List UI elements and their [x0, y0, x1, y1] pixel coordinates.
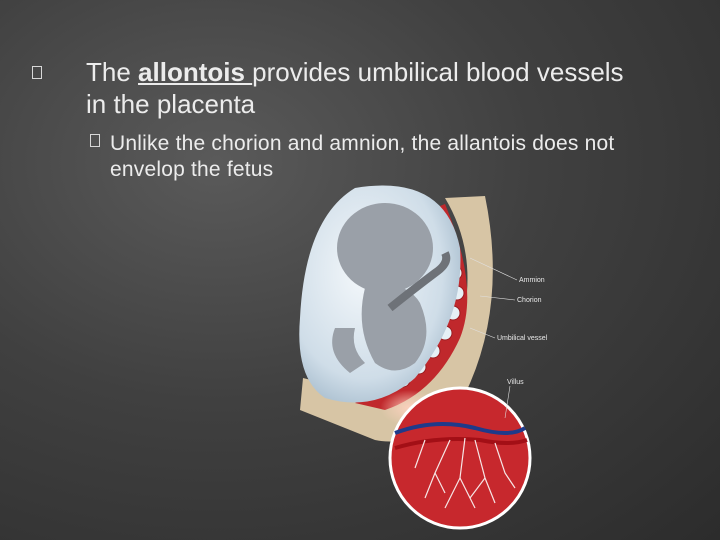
uterine-wall-shape [300, 196, 493, 442]
placenta-shape [355, 204, 468, 410]
label-chorion: Chorion [517, 297, 542, 304]
umbilical-cord-shape [387, 251, 451, 312]
label-villus: Villus [507, 379, 524, 386]
bullet2-line1: Unlike the chorion and amnion, the allan… [110, 132, 615, 155]
allantois-placenta-illustration: Ammion Chorion Umbilical vessel Villus [299, 185, 548, 530]
bullet1-prefix: The [86, 57, 139, 87]
bullet1-rest-line2: in the placenta [86, 89, 256, 119]
bullet1-rest-line1: provides umbilical blood vessels [252, 57, 624, 87]
sub-bullet-box-icon [90, 134, 100, 147]
fetus-silhouette [332, 203, 433, 373]
bullet2-line2: envelop the fetus [110, 158, 274, 181]
label-umbilical-vessel: Umbilical vessel [497, 335, 548, 342]
label-ammion: Ammion [519, 277, 545, 284]
allontois-keyword: allontois [138, 57, 253, 87]
main-bullet-text: The allontois provides umbilical blood v… [86, 56, 686, 120]
villus-magnified-inset [388, 386, 532, 530]
sub-bullet-text: Unlike the chorion and amnion, the allan… [110, 131, 690, 183]
bullet-box-icon [32, 66, 42, 79]
